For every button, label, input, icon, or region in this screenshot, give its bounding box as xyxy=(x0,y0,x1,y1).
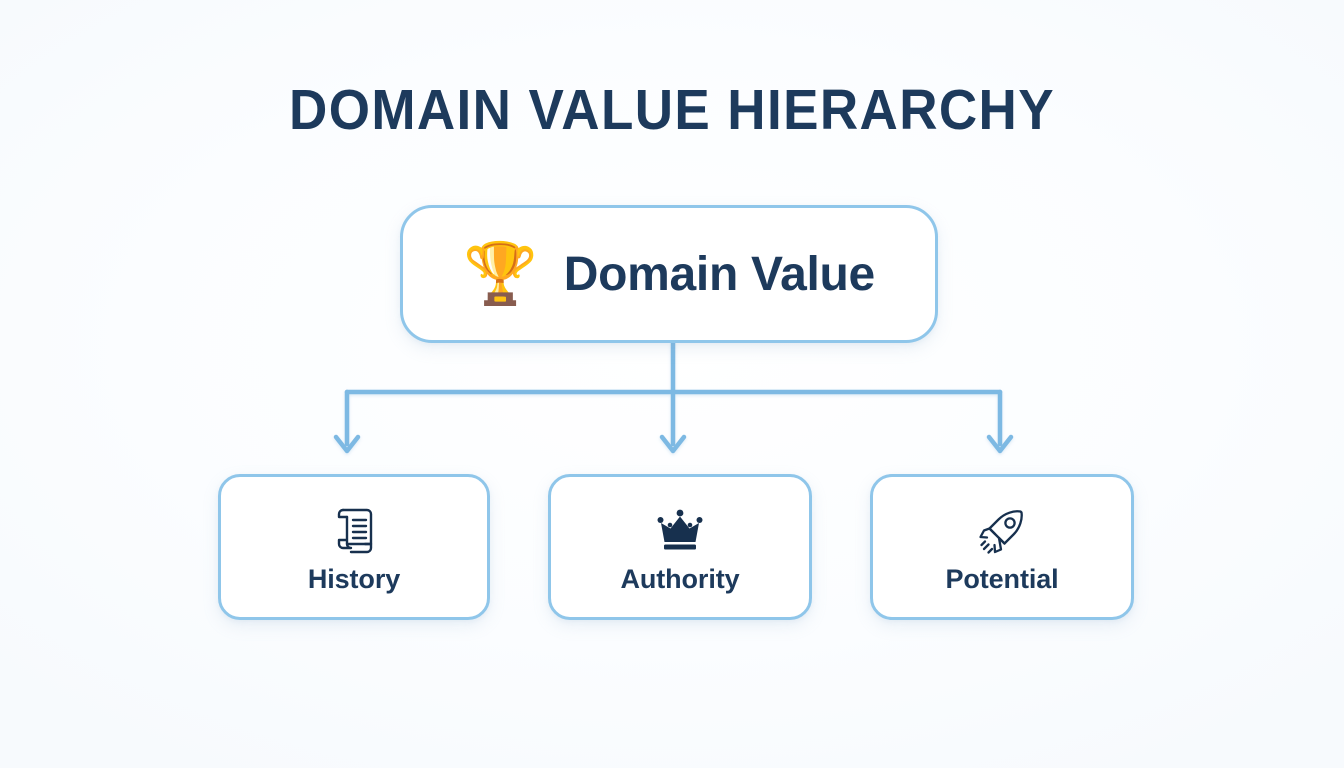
node-root-label: Domain Value xyxy=(563,247,875,301)
page-title: DOMAIN VALUE HIERARCHY xyxy=(289,78,1055,142)
trophy-icon: 🏆 xyxy=(463,240,538,307)
node-potential-label: Potential xyxy=(945,563,1059,594)
node-authority-label: Authority xyxy=(620,563,740,594)
node-potential[interactable]: Potential xyxy=(870,474,1134,620)
node-history[interactable]: History xyxy=(218,474,490,620)
node-authority[interactable]: Authority xyxy=(548,474,812,620)
scroll-icon xyxy=(329,504,379,558)
rocket-icon xyxy=(975,504,1029,558)
node-history-label: History xyxy=(307,563,401,594)
node-domain-value[interactable]: 🏆 Domain Value xyxy=(400,205,938,343)
crown-icon xyxy=(652,504,708,558)
